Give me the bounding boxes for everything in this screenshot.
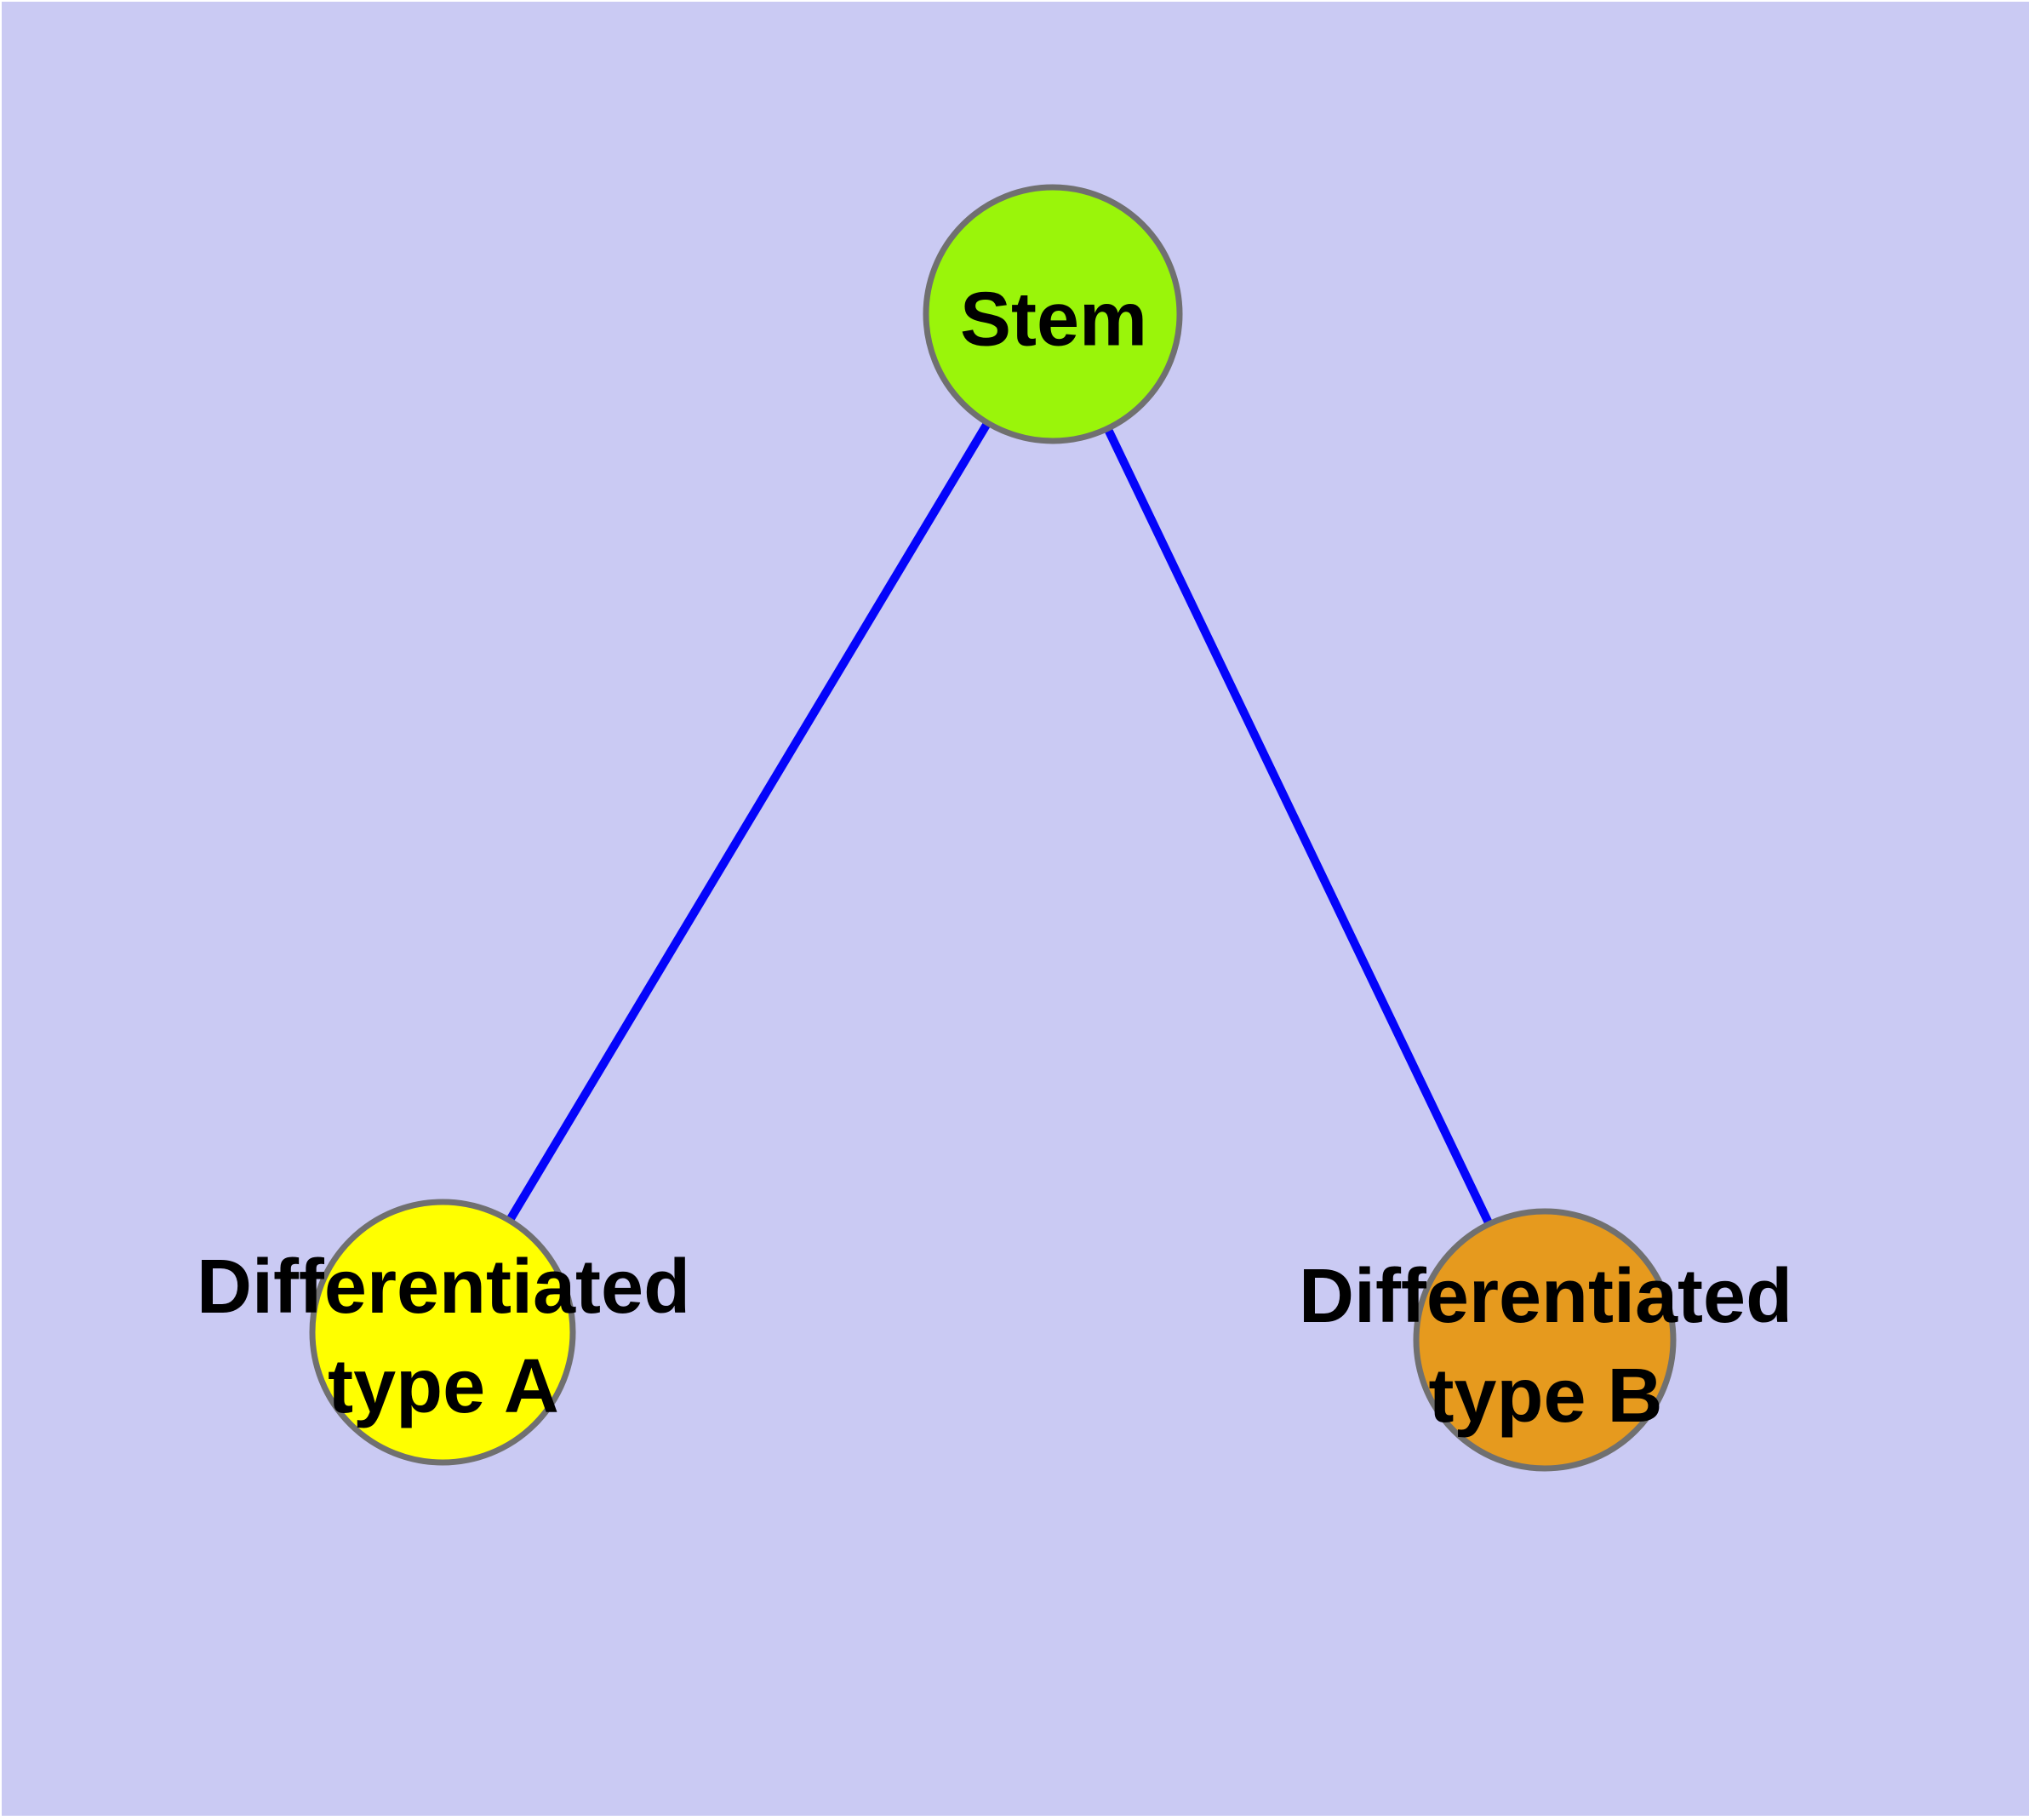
edge-stem-to-type-b [1049, 312, 1549, 1342]
differentiated-type-b-node-circle [1413, 1208, 1677, 1472]
differentiated-type-a-node-circle [309, 1199, 576, 1466]
edge-stem-to-type-a [438, 312, 1057, 1335]
stem-node-circle [923, 184, 1183, 444]
